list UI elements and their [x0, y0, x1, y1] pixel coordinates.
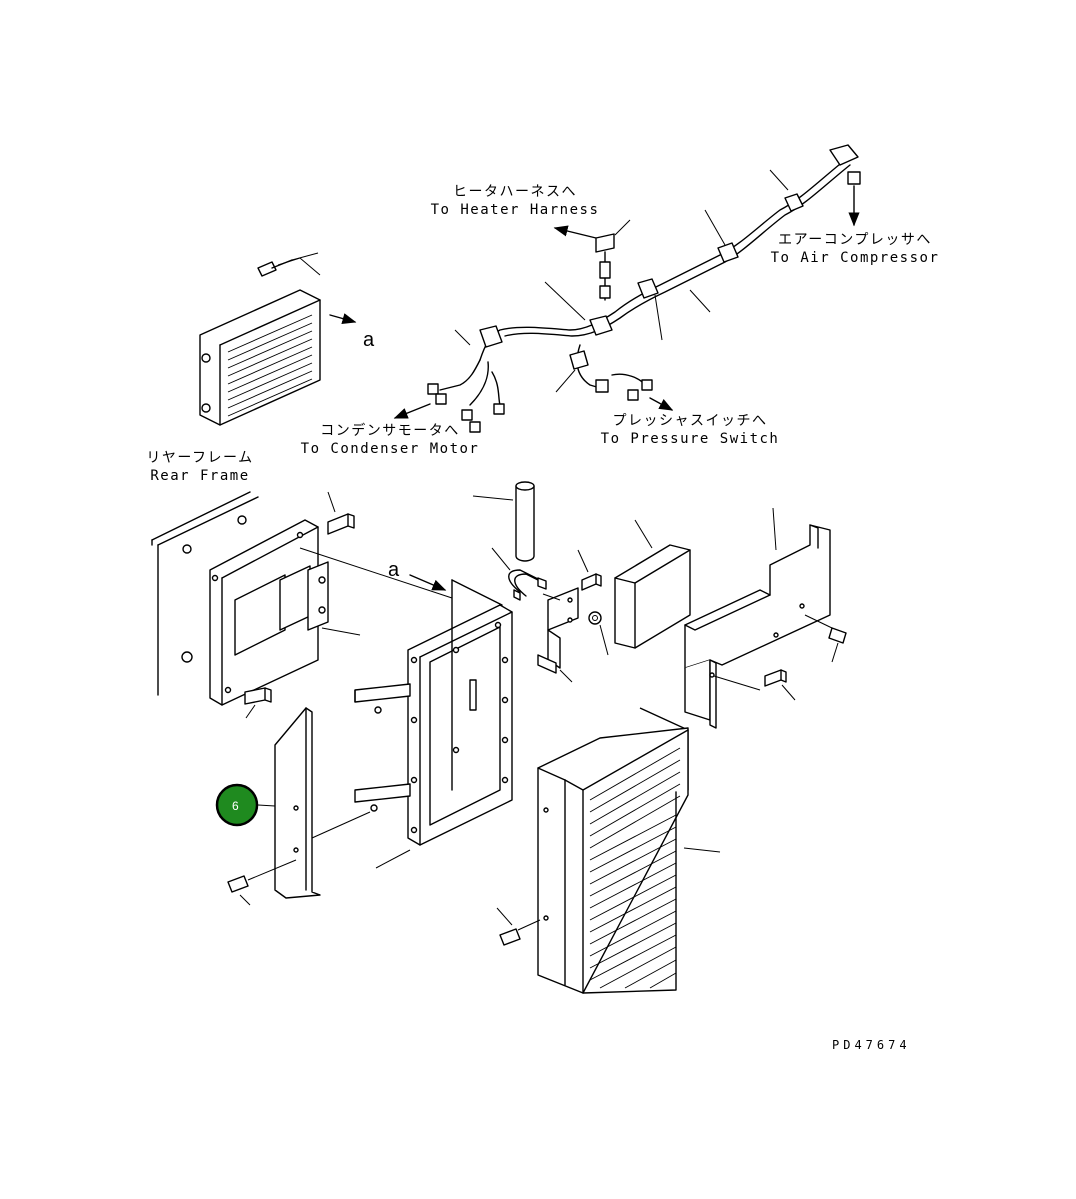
pressure-switch-label-en: To Pressure Switch [601, 431, 780, 447]
nut-bracket [588, 611, 609, 656]
bolt-lower-left [244, 687, 272, 719]
pressure-switch-label-jp: プレッシャスイッチへ [613, 413, 768, 429]
wiring-harness [393, 144, 861, 433]
rear-frame-label-en: Rear Frame [150, 468, 249, 484]
air-compressor-label-jp: エアーコンプレッサへ [778, 232, 932, 248]
condenser-motor-label-jp: コンデンサモータへ [320, 422, 460, 439]
bolt-cover-lower [764, 669, 796, 701]
cover-plate [684, 507, 831, 729]
bolt-bracket [577, 549, 602, 591]
condenser-motor-label-en: To Condenser Motor [301, 441, 480, 457]
side-plate [274, 707, 371, 899]
receiver-dryer [472, 481, 535, 562]
bolt-grille [496, 907, 541, 946]
bolt-cover-right [804, 614, 847, 663]
u-pipe [491, 547, 547, 601]
rear-frame [151, 491, 259, 696]
view-marker-a-top: a [363, 329, 375, 351]
callout-6[interactable]: 6 [215, 783, 276, 827]
heater-harness-label-jp: ヒータハーネスへ [453, 184, 577, 200]
drawing-id: PD47674 [832, 1038, 911, 1052]
callout-number: 6 [232, 799, 239, 813]
mounting-bracket [209, 519, 361, 706]
condenser-frame [299, 547, 513, 869]
view-marker-a-mid: a [388, 559, 400, 581]
filter-pad [614, 519, 691, 649]
callout-circle[interactable] [215, 783, 259, 827]
heater-harness-label-en: To Heater Harness [431, 202, 600, 218]
pipe-bracket [537, 587, 579, 683]
bolt-upper [327, 491, 355, 535]
rear-frame-label-jp: リヤーフレーム [146, 450, 253, 466]
condenser-unit [199, 252, 357, 426]
louver-grille [537, 707, 721, 994]
bolt-bottom-left [227, 859, 297, 906]
air-compressor-label-en: To Air Compressor [771, 250, 940, 266]
